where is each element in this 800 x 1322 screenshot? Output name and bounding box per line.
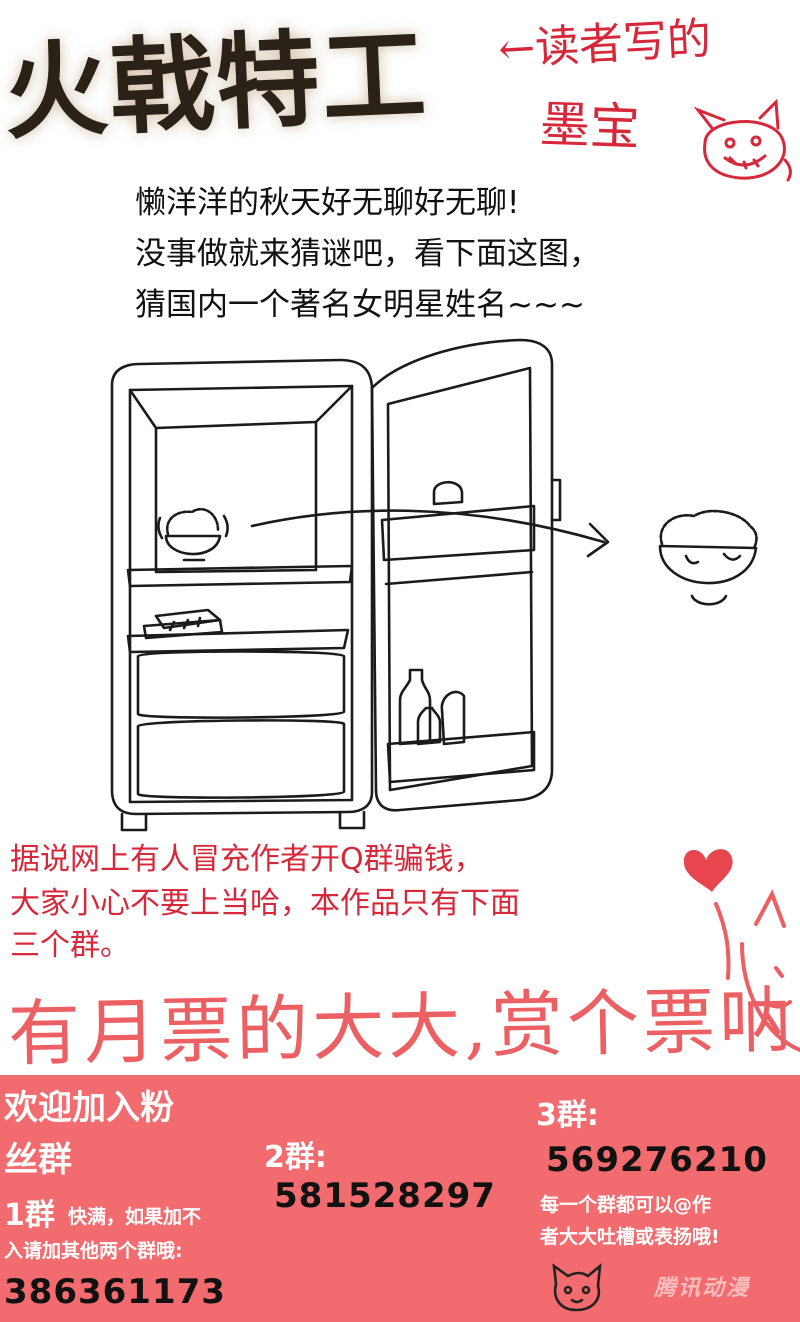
- puzzle-line-3: 猜国内一个著名女明星姓名~~~: [135, 287, 585, 323]
- groups-panel: [0, 1075, 800, 1322]
- welcome-line-1: 欢迎加入粉: [4, 1088, 174, 1128]
- group1-note-1: 快满，如果加不: [68, 1206, 202, 1228]
- footer-line-2: 者大大吐槽或表扬哦!: [540, 1226, 720, 1248]
- puzzle-line-1: 懒洋洋的秋天好无聊好无聊!: [135, 185, 520, 221]
- group3-number[interactable]: 569276210: [546, 1140, 768, 1180]
- notice-line-1: 据说网上有人冒充作者开Q群骗钱，: [10, 842, 484, 877]
- group2-number[interactable]: 581528297: [274, 1176, 496, 1216]
- footer-line-1: 每一个群都可以@作: [540, 1194, 712, 1216]
- group1-label: 1群: [4, 1198, 55, 1233]
- page-title: 火戟特工: [1, 12, 431, 154]
- cat-face-icon: [552, 1262, 602, 1312]
- doodle-face-icon: [693, 98, 792, 182]
- fridge-illustration: [110, 338, 758, 832]
- puzzle-line-2: 没事做就来猜谜吧，看下面这图，: [135, 236, 600, 272]
- group2-label: 2群:: [264, 1140, 327, 1175]
- welcome-line-2: 丝群: [4, 1140, 72, 1180]
- group3-label: 3群:: [536, 1098, 599, 1133]
- notice-line-3: 三个群。: [10, 928, 130, 963]
- group1-number[interactable]: 386361173: [4, 1272, 226, 1312]
- watermark-logo: 腾讯动漫: [654, 1276, 751, 1301]
- notice-line-2: 大家小心不要上当哈，本作品只有下面: [10, 886, 520, 921]
- reader-note-2: 墨宝: [538, 95, 641, 157]
- group1-note-2: 入请加其他两个群哦:: [4, 1240, 183, 1262]
- heart-cat-doodle-icon: [683, 849, 800, 1052]
- reader-note: ←读者写的: [497, 13, 713, 76]
- vote-line: 有月票的大大,赏个票呐: [7, 978, 796, 1076]
